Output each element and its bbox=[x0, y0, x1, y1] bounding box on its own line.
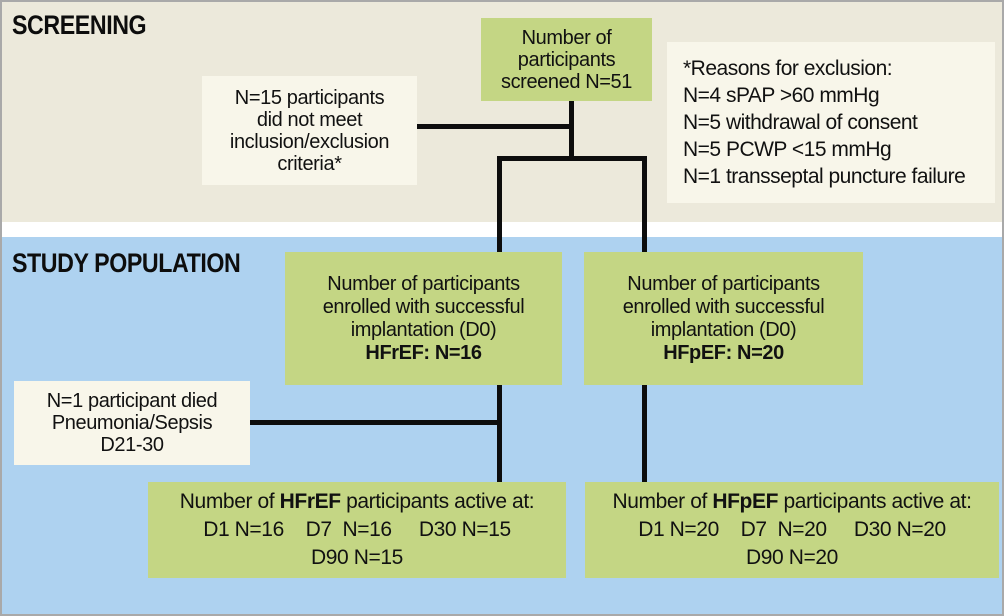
enrolled-hfpef-count: HFpEF: N=20 bbox=[663, 341, 784, 364]
study-population-section-label: STUDY POPULATION bbox=[12, 248, 241, 278]
participant-died-box: N=1 participant died Pneumonia/Sepsis D2… bbox=[14, 381, 250, 465]
active-hfpef-title-group: HFpEF bbox=[712, 490, 779, 513]
connector-screened-down bbox=[569, 101, 574, 161]
active-hfref-title-group: HFrEF bbox=[279, 490, 341, 513]
connector-hfpef-to-active bbox=[642, 385, 647, 484]
section-divider-strip bbox=[2, 222, 1002, 237]
active-hfpef-counts-row: D1 N=20 D7 N=20 D30 N=20 bbox=[638, 518, 946, 541]
not-meet-criteria-box: N=15 participants did not meet inclusion… bbox=[202, 76, 417, 185]
enrolled-hfref-line: implantation (D0) bbox=[350, 318, 497, 341]
not-meet-line: inclusion/exclusion bbox=[229, 130, 390, 153]
connector-to-notmeet-box bbox=[417, 124, 574, 129]
connector-split-bar bbox=[497, 156, 647, 161]
enrolled-hfref-count: HFrEF: N=16 bbox=[365, 341, 482, 364]
died-line: Pneumonia/Sepsis bbox=[51, 412, 213, 434]
exclusion-reason-line: N=4 sPAP >60 mmHg bbox=[683, 84, 880, 107]
screened-participants-box: Number of participants screened N=51 bbox=[481, 18, 652, 101]
not-meet-line: N=15 participants bbox=[234, 86, 385, 109]
connector-to-hfpef-enrolled bbox=[642, 156, 647, 254]
connector-hfref-to-active bbox=[497, 385, 502, 484]
exclusion-reasons-box: *Reasons for exclusion: N=4 sPAP >60 mmH… bbox=[667, 42, 995, 203]
active-hfref-title-suffix: participants active at: bbox=[340, 490, 535, 513]
enrolled-hfpef-line: Number of participants bbox=[627, 272, 820, 295]
active-hfpef-title-suffix: participants active at: bbox=[778, 490, 972, 513]
not-meet-line: did not meet bbox=[256, 108, 363, 131]
not-meet-line: criteria* bbox=[277, 152, 342, 175]
enrolled-hfref-line: enrolled with successful bbox=[322, 295, 525, 318]
screened-line: screened N=51 bbox=[500, 70, 632, 93]
active-hfpef-d90-count: D90 N=20 bbox=[746, 546, 838, 569]
exclusion-reason-line: *Reasons for exclusion: bbox=[683, 57, 893, 80]
active-hfref-title: Number of HFrEF participants active at: bbox=[148, 488, 566, 516]
enrolled-hfref-line: Number of participants bbox=[327, 272, 520, 295]
enrolled-hfpef-box: Number of participants enrolled with suc… bbox=[584, 252, 863, 385]
active-hfref-counts-row: D1 N=16 D7 N=16 D30 N=15 bbox=[203, 518, 511, 541]
exclusion-reason-line: N=5 withdrawal of consent bbox=[683, 111, 918, 134]
enrolled-hfref-box: Number of participants enrolled with suc… bbox=[285, 252, 562, 385]
active-hfpef-box: Number of HFpEF participants active at: … bbox=[585, 482, 999, 578]
enrolled-hfpef-line: implantation (D0) bbox=[650, 318, 797, 341]
active-hfpef-title-prefix: Number of bbox=[612, 490, 713, 513]
screened-line: participants bbox=[517, 48, 616, 71]
screened-line: Number of bbox=[521, 26, 612, 49]
active-hfref-d90-count: D90 N=15 bbox=[311, 546, 403, 569]
screening-section-label: SCREENING bbox=[12, 10, 147, 40]
enrolled-hfpef-line: enrolled with successful bbox=[622, 295, 825, 318]
connector-to-died-box bbox=[250, 420, 502, 425]
active-hfref-box: Number of HFrEF participants active at: … bbox=[148, 482, 566, 578]
active-hfpef-title: Number of HFpEF participants active at: bbox=[585, 488, 999, 516]
died-line: N=1 participant died bbox=[46, 390, 218, 412]
died-line: D21-30 bbox=[100, 434, 164, 456]
active-hfref-title-prefix: Number of bbox=[179, 490, 280, 513]
exclusion-reason-line: N=5 PCWP <15 mmHg bbox=[683, 138, 892, 161]
connector-to-hfref-enrolled bbox=[497, 156, 502, 254]
exclusion-reason-line: N=1 transseptal puncture failure bbox=[683, 165, 966, 188]
